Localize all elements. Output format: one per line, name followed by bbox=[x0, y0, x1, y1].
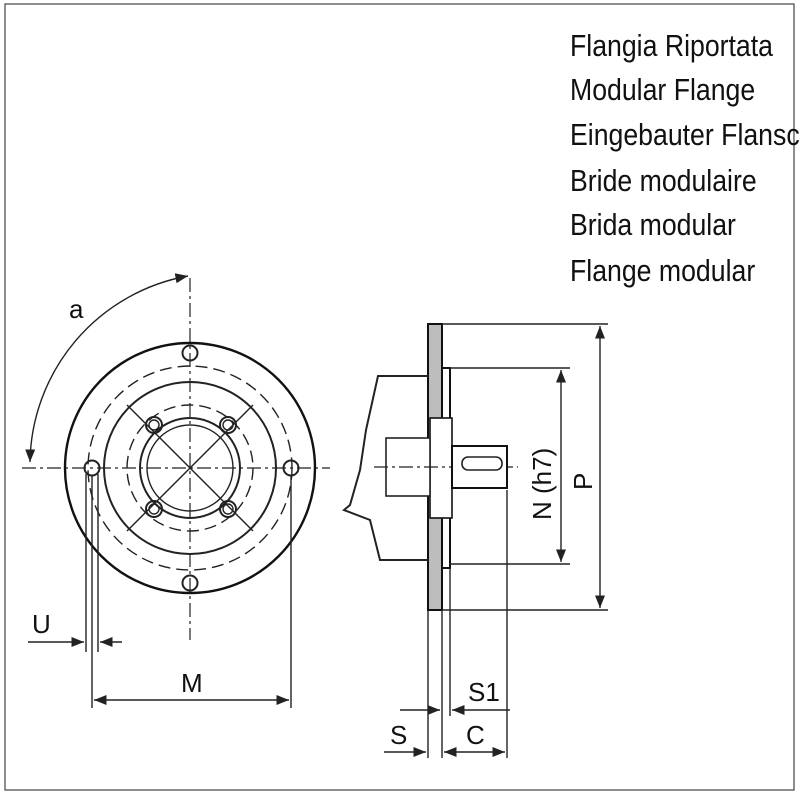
c-label: C bbox=[466, 720, 485, 750]
title-line-3: Eingebauter Flansch bbox=[570, 118, 800, 152]
angle-label: a bbox=[69, 294, 84, 324]
drawing-frame bbox=[4, 3, 795, 791]
plate-bore bbox=[429, 417, 453, 519]
p-label: P bbox=[568, 473, 598, 490]
u-label: U bbox=[32, 609, 51, 639]
m-label: M bbox=[181, 668, 203, 698]
motor-housing-outline bbox=[342, 375, 428, 561]
n-label: N (h7) bbox=[527, 448, 557, 520]
angle-dimension-arc bbox=[25, 273, 189, 463]
flange-front-view: a U M bbox=[22, 273, 330, 708]
s1-label: S1 bbox=[468, 677, 500, 707]
threaded-hole-top-right bbox=[219, 416, 237, 434]
flange-side-view: N (h7) P S1 S C bbox=[342, 323, 608, 758]
flange-hole-right bbox=[282, 459, 300, 477]
threaded-hole-top-left bbox=[145, 416, 163, 434]
title-line-2: Modular Flange bbox=[570, 73, 755, 107]
diagonal-centerline-2 bbox=[126, 404, 254, 532]
threaded-hole-bottom-right bbox=[219, 500, 237, 518]
flange-hole-bottom bbox=[181, 574, 199, 592]
title-block: Flangia Riportata Modular Flange Eingeba… bbox=[570, 29, 800, 288]
title-line-1: Flangia Riportata bbox=[570, 29, 774, 63]
title-line-6: Flange modular bbox=[570, 254, 756, 288]
threaded-hole-bottom-left bbox=[145, 500, 163, 518]
flange-outer-circle bbox=[63, 341, 317, 595]
bore-circle bbox=[139, 417, 241, 519]
inner-pitch-circle bbox=[126, 404, 254, 532]
spigot-circle bbox=[103, 381, 277, 555]
bore-inner-circle bbox=[146, 424, 234, 512]
s-label: S bbox=[390, 720, 407, 750]
title-line-4: Bride modulaire bbox=[570, 164, 757, 198]
outer-pitch-circle bbox=[87, 365, 293, 571]
shaft-keyway bbox=[461, 456, 503, 471]
title-line-5: Brida modular bbox=[570, 208, 736, 242]
